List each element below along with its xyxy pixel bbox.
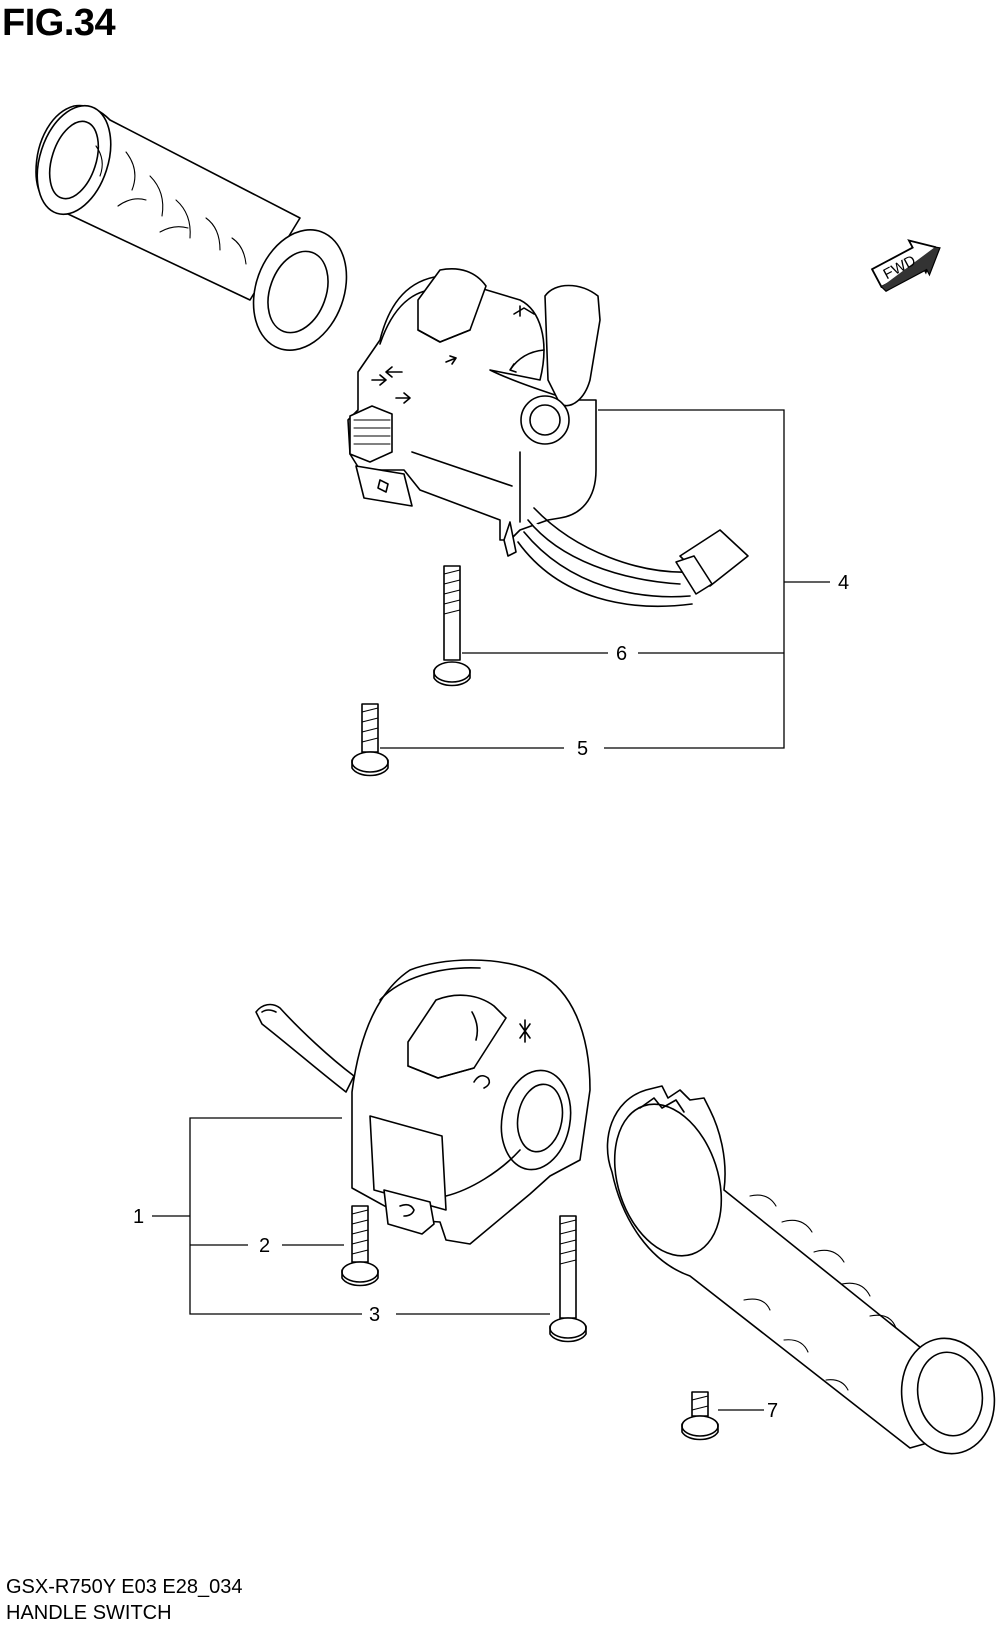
callout-2: 2 <box>259 1235 270 1257</box>
callout-1: 1 <box>133 1206 144 1228</box>
top-leader-lines <box>380 409 830 749</box>
left-handle-switch-assembly <box>347 268 749 607</box>
callout-3: 3 <box>369 1304 380 1326</box>
model-code: GSX-R750Y E03 E28_034 <box>6 1576 243 1598</box>
figure-title: FIG.34 <box>2 2 116 44</box>
screw-2 <box>341 1205 379 1287</box>
figure-name: HANDLE SWITCH <box>6 1602 172 1624</box>
callout-7: 7 <box>767 1400 778 1422</box>
right-handle-grip <box>606 1085 996 1455</box>
callout-6: 6 <box>616 643 627 665</box>
screw-6 <box>433 565 471 687</box>
callout-4: 4 <box>838 572 849 594</box>
screw-7 <box>681 1391 719 1441</box>
left-handle-grip <box>35 104 348 351</box>
right-handle-switch-assembly <box>255 959 591 1245</box>
screw-3 <box>549 1215 587 1343</box>
callout-5: 5 <box>577 738 588 760</box>
screw-5 <box>351 703 389 777</box>
fwd-arrow-icon: FWD <box>870 239 941 292</box>
bottom-leader-lines <box>152 1117 764 1411</box>
